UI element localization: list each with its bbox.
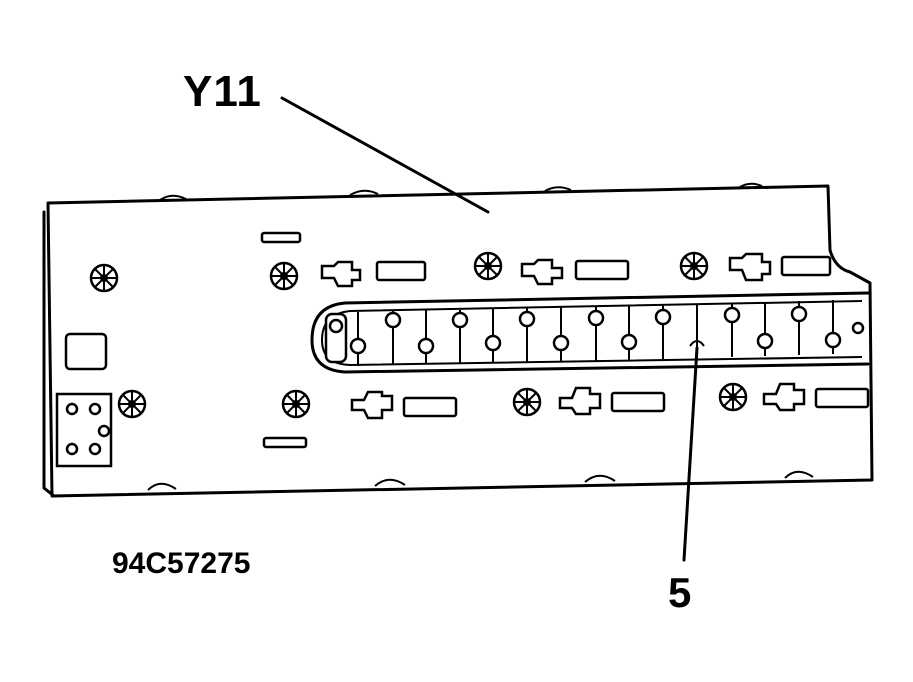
fuse-pin	[620, 306, 638, 360]
fuse-pin	[484, 309, 502, 363]
fuse-pin	[384, 311, 402, 365]
item-5-leader-line	[682, 346, 699, 562]
fuse-pin	[349, 312, 367, 366]
relay-terminals-upper	[320, 252, 832, 288]
fuse-channel	[310, 291, 870, 374]
relay-terminal	[558, 386, 666, 416]
screw-icon	[281, 389, 311, 419]
fuse-pin	[824, 300, 842, 354]
screw-rosettes	[89, 251, 748, 419]
left-connector	[55, 332, 113, 468]
relay-terminal	[350, 390, 458, 420]
y11-leader-line	[280, 96, 490, 214]
fuse-pin	[851, 321, 865, 335]
screw-icon	[679, 251, 709, 281]
fuse-pins	[349, 300, 865, 366]
fuse-pin	[518, 308, 536, 362]
relay-terminal	[728, 252, 832, 282]
screw-icon	[269, 261, 299, 291]
board-outline	[42, 182, 874, 498]
screw-icon	[718, 382, 748, 412]
fuse-pin	[790, 301, 808, 355]
screw-icon	[473, 251, 503, 281]
fuse-pin	[587, 306, 605, 361]
fuse-pin	[654, 305, 672, 359]
screw-icon	[512, 387, 542, 417]
screw-icon	[117, 389, 147, 419]
fuse-pin	[723, 303, 741, 357]
relay-terminal	[762, 382, 870, 412]
figure-code: 94C57275	[112, 547, 251, 580]
relay-terminal	[520, 258, 630, 286]
component-label-y11: Y11	[183, 67, 262, 116]
small-slots	[260, 231, 308, 449]
relay-terminal	[320, 260, 427, 288]
fuse-pin	[756, 302, 774, 356]
pointer-label-5: 5	[668, 569, 692, 616]
screw-icon	[89, 263, 119, 293]
fuse-pin	[451, 310, 469, 364]
relay-terminals-lower	[350, 382, 870, 420]
fuse-pin	[417, 310, 435, 364]
fuse-pin	[552, 307, 570, 362]
